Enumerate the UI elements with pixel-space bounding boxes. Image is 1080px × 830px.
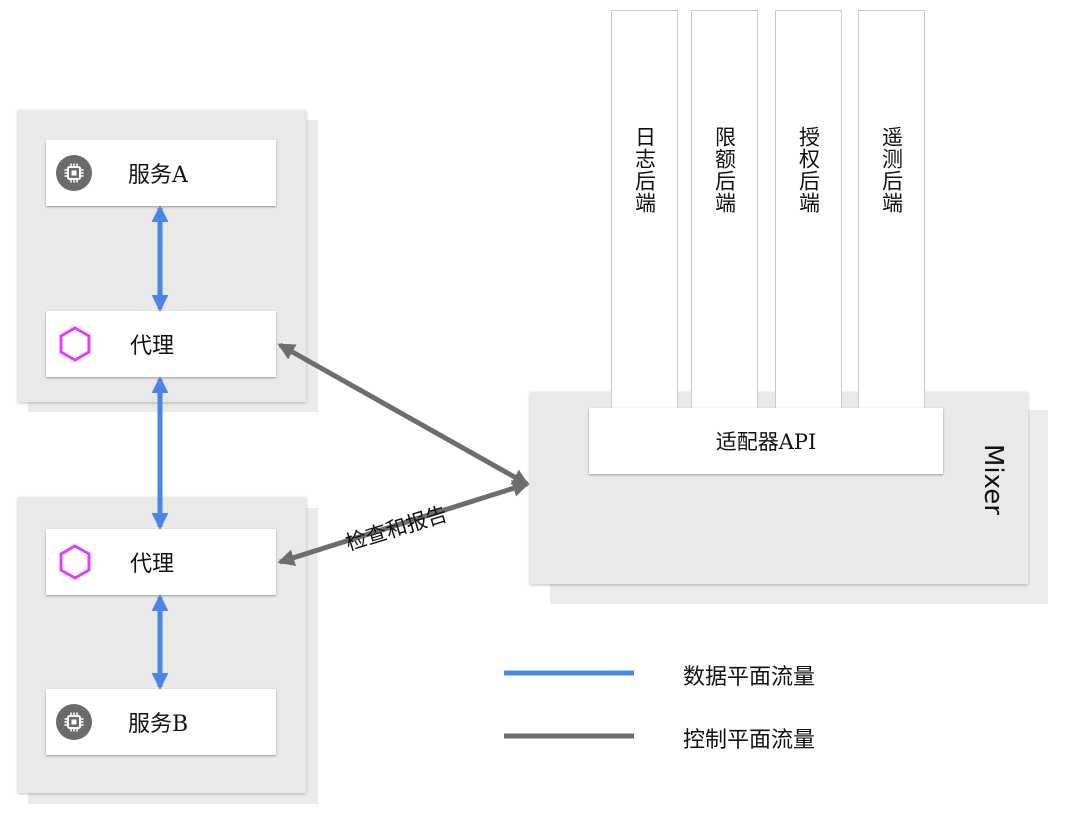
- adapter-api[interactable]: 适配器API: [589, 408, 943, 474]
- hexagon-icon: [59, 326, 91, 362]
- backend-auth[interactable]: 授权后端: [775, 10, 842, 408]
- legend-control-plane-label: 控制平面流量: [683, 728, 816, 753]
- proxy-b-card[interactable]: 代理: [46, 529, 276, 595]
- proxy-a-card[interactable]: 代理: [46, 311, 276, 377]
- backend-telemetry-label: 遥测后端: [879, 125, 904, 214]
- adapter-api-label: 适配器API: [715, 430, 817, 454]
- proxy-a-label: 代理: [130, 334, 175, 359]
- chip-icon: [56, 155, 92, 191]
- backend-logging[interactable]: 日志后端: [611, 10, 678, 408]
- service-b-label: 服务B: [128, 712, 189, 737]
- backend-quota-label: 限额后端: [712, 125, 737, 214]
- backend-telemetry[interactable]: 遥测后端: [858, 10, 925, 408]
- chip-icon: [56, 704, 92, 740]
- edge-proxy-a-mixer: [277, 342, 530, 487]
- edge-proxy-b-mixer: [277, 480, 530, 566]
- backend-logging-label: 日志后端: [632, 125, 657, 214]
- hexagon-icon: [59, 544, 91, 580]
- backend-quota[interactable]: 限额后端: [691, 10, 758, 408]
- backend-auth-label: 授权后端: [796, 125, 821, 214]
- proxy-b-label: 代理: [130, 552, 175, 577]
- legend-data-plane-label: 数据平面流量: [683, 665, 816, 690]
- service-a-card[interactable]: 服务A: [46, 140, 276, 206]
- service-a-label: 服务A: [128, 163, 188, 188]
- service-b-card[interactable]: 服务B: [46, 689, 276, 755]
